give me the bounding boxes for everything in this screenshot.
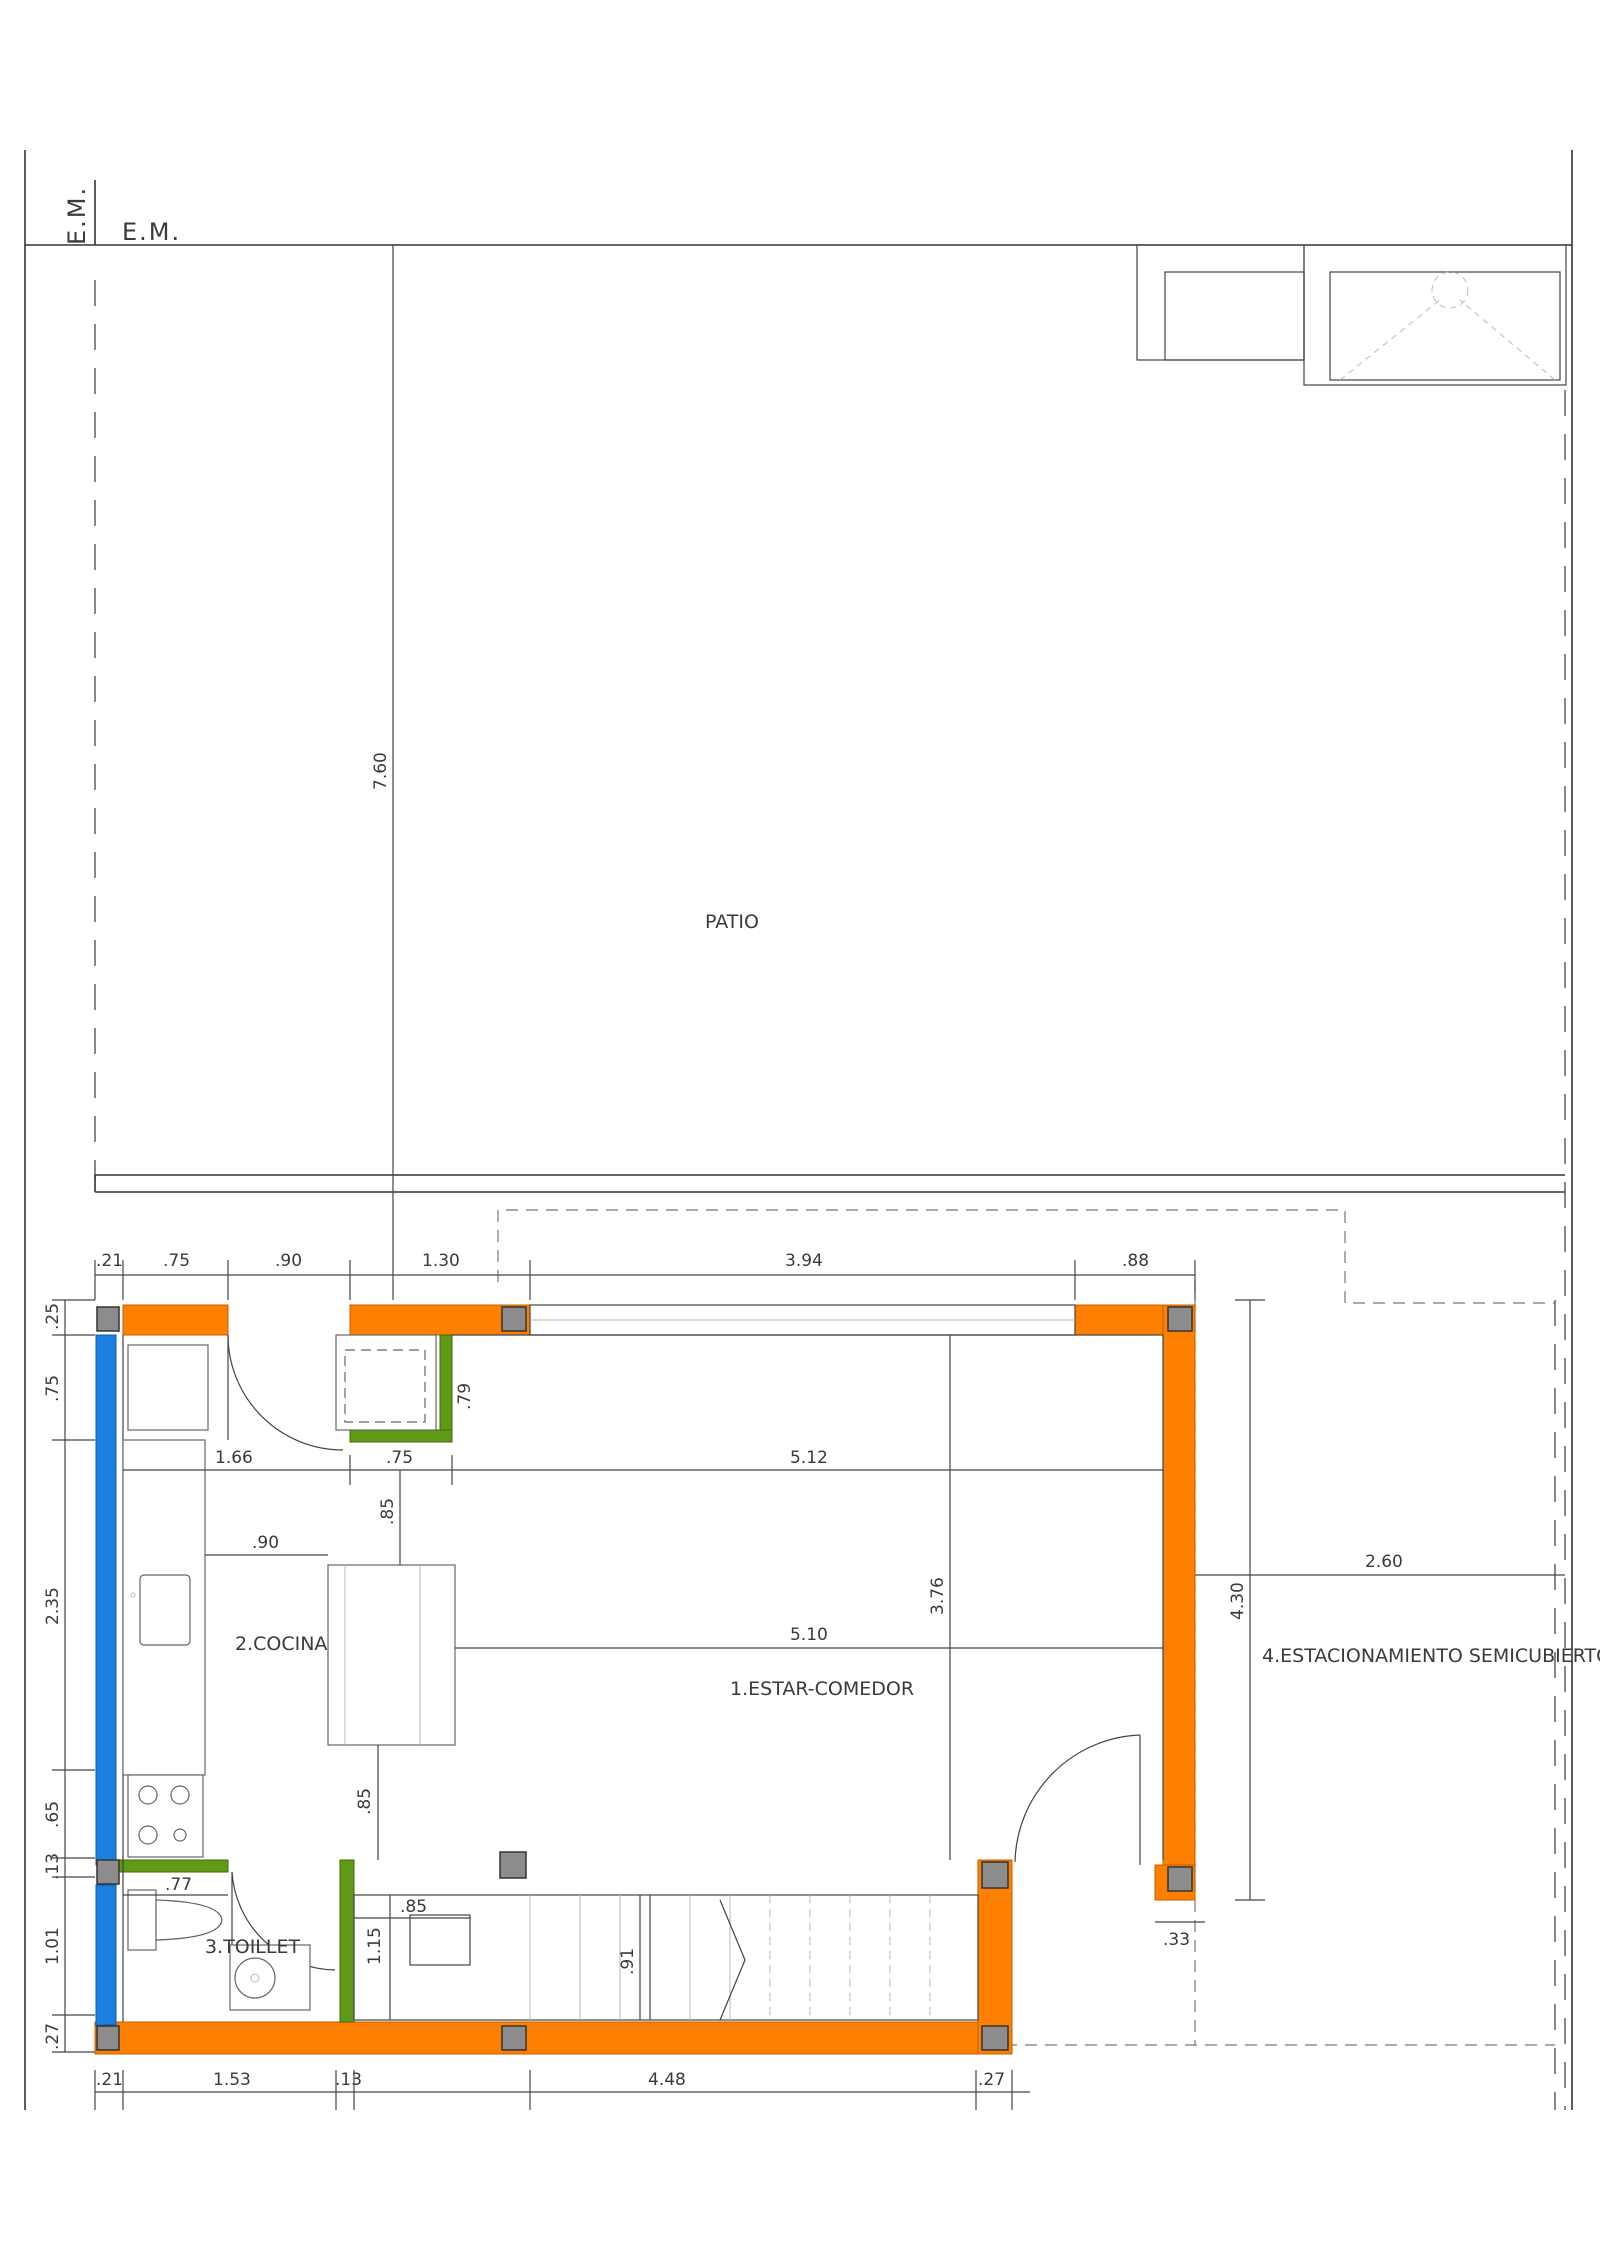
dim-patio-760: 7.60 [371, 752, 391, 790]
dim-top-088: .88 [1122, 1251, 1149, 1271]
room-label-patio: PATIO [705, 911, 759, 933]
dim-in-510: 5.10 [790, 1625, 828, 1645]
dim-left-025: .25 [43, 1303, 63, 1330]
dim-top-130: 1.30 [422, 1251, 460, 1271]
dim-bot-448: 4.48 [648, 2070, 686, 2090]
dim-right-430: 4.30 [1228, 1582, 1248, 1620]
dining-table [327, 1564, 456, 1746]
dim-top-021: .21 [96, 1251, 123, 1271]
dim-bot-013: .13 [335, 2070, 362, 2090]
dim-in-079: .79 [455, 1383, 475, 1410]
dim-in-085b: .85 [355, 1788, 375, 1815]
dim-in-085a: .85 [378, 1498, 398, 1525]
room-label-estacionamiento: 4.ESTACIONAMIENTO SEMICUBIERTO [1262, 1645, 1600, 1667]
dim-right-260: 2.60 [1365, 1552, 1403, 1572]
interior-dimension-lines [123, 1299, 1565, 2020]
walls [94, 1304, 1196, 2055]
dim-bot-153: 1.53 [213, 2070, 251, 2090]
dim-bot-021: .21 [96, 2070, 123, 2090]
dim-in-091: .91 [618, 1948, 638, 1975]
dim-in-085c: .85 [400, 1897, 427, 1917]
doors [227, 1334, 1141, 1985]
stairs [353, 1894, 979, 2021]
em-label-vertical: E.M. [63, 186, 91, 245]
columns [96, 1306, 1193, 2051]
dim-left-235: 2.35 [43, 1587, 63, 1625]
bottom-dimension-chain [94, 2070, 1030, 2110]
dim-in-077: .77 [165, 1875, 192, 1895]
kitchen-fixtures [122, 1334, 437, 1858]
toilet-fixtures [127, 1889, 311, 2011]
room-label-cocina: 2.COCINA [235, 1633, 327, 1655]
dim-in-090: .90 [252, 1533, 279, 1553]
site-boundary [24, 150, 1573, 2110]
em-label-horizontal: E.M. [122, 218, 181, 246]
dim-left-027: .27 [43, 2023, 63, 2050]
service-boxes [1136, 244, 1567, 386]
dim-in-376: 3.76 [928, 1577, 948, 1615]
dim-in-115: 1.15 [365, 1927, 385, 1965]
dim-in-166: 1.66 [215, 1448, 253, 1468]
room-label-toillet: 3.TOILLET [205, 1936, 300, 1958]
dim-left-101: 1.01 [43, 1927, 63, 1965]
dim-right-033: .33 [1163, 1930, 1190, 1950]
dim-top-394: 3.94 [785, 1251, 823, 1271]
top-dimension-chain [94, 1260, 1196, 1300]
dim-left-075: .75 [43, 1375, 63, 1402]
left-dimension-chain [52, 1299, 95, 2053]
dim-top-090: .90 [275, 1251, 302, 1271]
dim-top-075: .75 [163, 1251, 190, 1271]
room-label-estar: 1.ESTAR-COMEDOR [730, 1678, 914, 1700]
dim-bot-027: .27 [978, 2070, 1005, 2090]
dim-left-065: .65 [43, 1801, 63, 1828]
dim-in-512: 5.12 [790, 1448, 828, 1468]
dim-left-013: .13 [43, 1853, 63, 1880]
dim-in-075: .75 [386, 1448, 413, 1468]
